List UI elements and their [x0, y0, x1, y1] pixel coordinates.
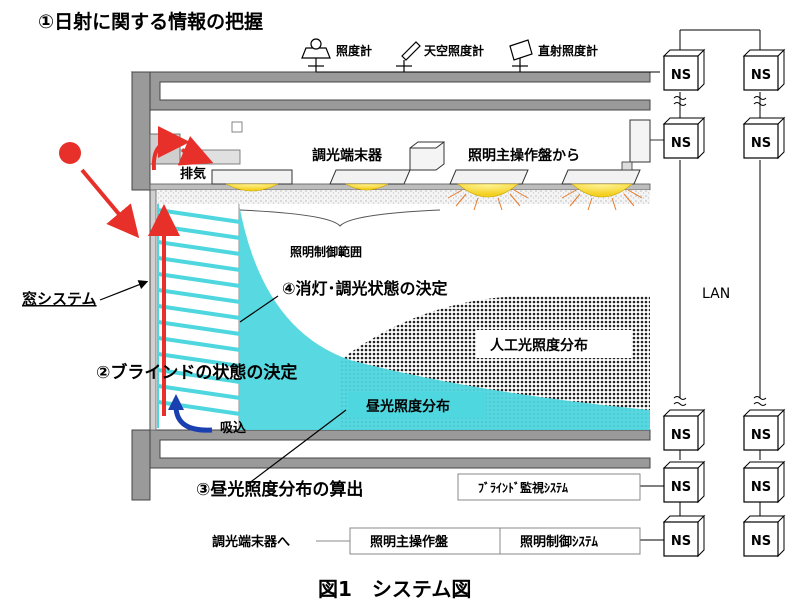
ns-nodes: NS NS NS NS NS NS NS NS NS NS [662, 48, 786, 558]
window-system-label: 窓システム [22, 290, 97, 308]
ns-node: NS [742, 48, 786, 92]
daylight-distribution [239, 204, 650, 430]
sunlight-arrow [80, 168, 140, 239]
illuminance-meter-label: 照度計 [336, 43, 372, 58]
luminaire [561, 169, 643, 211]
ns-label: NS [671, 428, 691, 443]
sky-illuminance-meter-icon [396, 41, 421, 72]
ns-node: NS [662, 460, 706, 504]
step4-leader [239, 295, 279, 323]
ns-label: NS [671, 68, 691, 83]
lighting-control-box [499, 527, 641, 555]
bottom-control-boxes [316, 473, 641, 555]
main-panel-label: 照明主操作盤 [370, 534, 449, 550]
dimming-terminal-label: 調光端末器 [312, 147, 383, 164]
ns-node: NS [742, 460, 786, 504]
step3-label: ③昼光照度分布の算出 [196, 479, 363, 500]
ceiling-luminaires [211, 169, 643, 211]
intake-label: 吸込 [220, 420, 247, 436]
lan-label: LAN [702, 286, 730, 302]
daylight-label-bg [348, 392, 486, 418]
exhaust-label: 排気 [180, 166, 206, 182]
blind-monitor-label: ﾌﾞﾗｲﾝﾄﾞ監視ｼｽﾃﾑ [478, 480, 568, 495]
exhaust-duct [149, 126, 241, 171]
control-range-bracket [239, 209, 441, 227]
ns-node: NS [662, 48, 706, 92]
step3-leader [247, 409, 347, 485]
lighting-control-label: 照明制御ｼｽﾃﾑ [520, 534, 599, 550]
artificial-label-bg [476, 330, 632, 358]
step2-label: ②ブラインドの状態の決定 [96, 362, 297, 383]
ns-label: NS [751, 136, 771, 151]
building-structure [130, 71, 651, 501]
sensors [301, 38, 660, 73]
window-blinds [157, 208, 241, 416]
ns-node: NS [662, 514, 706, 558]
ceiling-box [231, 121, 243, 133]
sun-icon [59, 142, 81, 164]
main-panel-box [349, 527, 501, 555]
ns-node: NS [742, 514, 786, 558]
sky-illuminance-meter-label: 天空照度計 [424, 43, 484, 58]
ns-label: NS [751, 428, 771, 443]
intake-arrow [173, 405, 213, 433]
ns-label: NS [751, 480, 771, 495]
ns-node: NS [742, 408, 786, 452]
ns-node: NS [662, 116, 706, 160]
control-range-label: 照明制御範囲 [290, 244, 362, 259]
luminaire [329, 169, 411, 191]
ns-node: NS [742, 116, 786, 160]
main-panel-device [621, 119, 666, 171]
from-main-panel-label: 照明主操作盤から [468, 147, 580, 164]
step4-label: ④消灯･調光状態の決定 [282, 279, 448, 298]
luminaire [447, 169, 529, 211]
ns-node: NS [662, 408, 706, 452]
intake-arrow-head [168, 394, 184, 410]
direct-illuminance-meter-label: 直射照度計 [538, 43, 598, 58]
blind-monitor-box [457, 473, 641, 501]
ns-label: NS [671, 480, 691, 495]
dimming-terminal-device [409, 141, 445, 171]
window-system-leader [99, 280, 149, 301]
artificial-distribution-label: 人工光照度分布 [490, 337, 588, 354]
to-terminal-label: 調光端末器へ [212, 534, 290, 550]
figure-caption: 図1 システム図 [318, 577, 471, 601]
ns-label: NS [751, 534, 771, 549]
ns-label: NS [751, 68, 771, 83]
heading: ①日射に関する情報の把握 [38, 10, 263, 33]
luminaire [211, 169, 293, 192]
illuminance-meter-icon [301, 38, 331, 72]
direct-illuminance-meter-icon [509, 39, 533, 72]
ns-label: NS [671, 136, 691, 151]
lan-network [640, 29, 767, 541]
daylight-distribution-label: 昼光照度分布 [366, 398, 450, 415]
ns-label: NS [671, 534, 691, 549]
